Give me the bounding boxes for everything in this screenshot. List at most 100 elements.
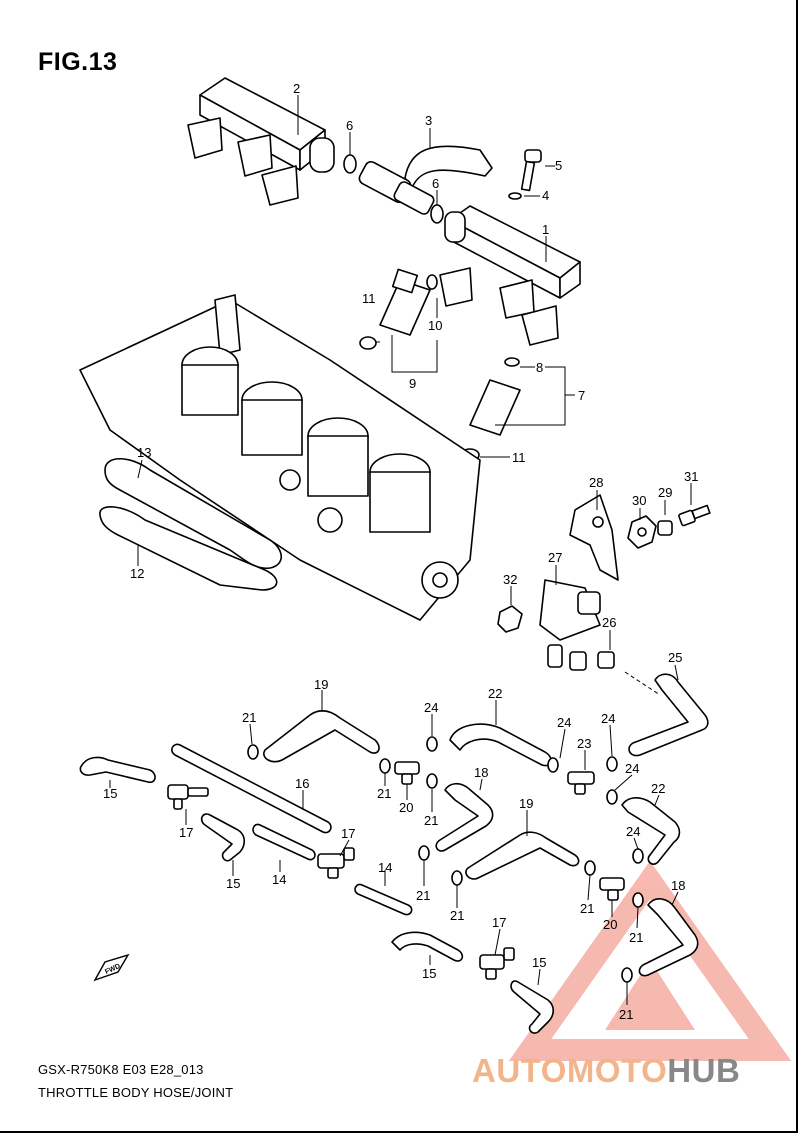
joint-20-lower[interactable] [599,877,625,901]
callout-3: 3 [425,113,432,128]
callout-13: 13 [137,445,151,460]
figure-title: FIG.13 [38,48,118,76]
callout-17-bottom: 17 [492,915,506,930]
callout-20-lower: 20 [603,917,617,932]
callout-2: 2 [293,81,300,96]
callout-21-f: 21 [450,908,464,923]
callout-26: 26 [602,615,616,630]
callout-15-d: 15 [532,955,546,970]
fuel-hose[interactable] [404,145,493,189]
callout-21-e: 21 [580,901,594,916]
hose-15-bottom-right[interactable] [510,980,555,1034]
nut-32[interactable] [497,605,523,633]
callout-22-upper: 22 [488,686,502,701]
leader-lines [109,95,692,1005]
joint-17-bottom[interactable] [479,947,515,980]
callout-19-lower: 19 [519,796,533,811]
bolt[interactable] [520,149,542,192]
hose-14-right[interactable] [354,883,413,916]
callout-29: 29 [658,485,672,500]
joint-17-mid[interactable] [317,847,355,879]
callout-18-left: 18 [474,765,488,780]
callout-12: 12 [130,566,144,581]
washer[interactable] [508,192,522,200]
solenoid-bracket[interactable] [569,494,619,581]
joint-23[interactable] [567,771,595,795]
callout-15-b: 15 [226,876,240,891]
callout-labels: 2 3 6 5 6 4 1 11 10 8 9 7 13 11 31 28 29… [103,81,698,1022]
callout-21-b: 21 [377,786,391,801]
o-ring-lower[interactable] [430,204,444,224]
callout-21-c: 21 [424,813,438,828]
hose-15-mid[interactable] [200,813,246,862]
forward-arrow-icon: FWD [93,953,130,982]
callout-1: 1 [542,222,549,237]
callout-14-right: 14 [378,860,392,875]
model-code: GSX-R750K8 E03 E28_013 [38,1062,204,1077]
fuel-rail-upper[interactable] [187,77,335,206]
callout-21-h: 21 [619,1007,633,1022]
hose-22-lower[interactable] [621,797,681,865]
callout-24-c: 24 [601,711,615,726]
hose-15-left[interactable] [79,756,156,784]
throttle-body-assembly [79,294,481,621]
nut[interactable] [627,515,657,549]
collar[interactable] [657,520,673,536]
mount-bolt[interactable] [678,504,711,527]
hose-14-left[interactable] [252,823,316,861]
callout-4: 4 [542,188,549,203]
callout-15-c: 15 [422,966,436,981]
callout-21-g: 21 [629,930,643,945]
hose-25[interactable] [628,673,709,757]
callout-18-right: 18 [671,878,685,893]
callout-30: 30 [632,493,646,508]
callout-19-upper: 19 [314,677,328,692]
hose-15-bottom[interactable] [391,931,464,962]
o-ring-upper[interactable] [343,154,357,174]
hose-18-left[interactable] [435,782,494,852]
callout-20-upper: 20 [399,800,413,815]
hose-19-lower[interactable] [465,831,580,880]
callout-17-left: 17 [179,825,193,840]
callout-27: 27 [548,550,562,565]
hose-16[interactable] [171,743,332,834]
clamps [247,736,644,983]
callout-6-upper: 6 [346,118,353,133]
callout-16: 16 [295,776,309,791]
callout-11-lower: 11 [512,450,526,465]
joint-20-upper[interactable] [394,761,420,785]
callout-25: 25 [668,650,682,665]
callout-5: 5 [555,158,562,173]
callout-24-a: 24 [424,700,438,715]
callout-24-d: 24 [625,761,639,776]
watermark-text: AUTOMOTOHUB [472,1052,740,1090]
fuel-pipe[interactable] [357,160,435,216]
watermark-text-b: HUB [667,1052,741,1089]
callout-31: 31 [684,469,698,484]
callout-17-mid: 17 [341,826,355,841]
callout-21-a: 21 [242,710,256,725]
clamp-26[interactable] [597,651,615,669]
figure-caption: THROTTLE BODY HOSE/JOINT [38,1085,234,1100]
vacuum-hose-loop-lower[interactable] [99,505,278,591]
watermark-text-a: AUTOMOTO [472,1052,668,1089]
callout-10: 10 [428,318,442,333]
callout-14-left: 14 [272,872,286,887]
callout-21-d: 21 [416,888,430,903]
vacuum-hose-loop-upper[interactable] [104,458,283,570]
solenoid-valve[interactable] [539,579,601,671]
callout-8: 8 [536,360,543,375]
injector-lower[interactable] [460,357,521,462]
injector-upper[interactable] [359,268,438,350]
hose-19-upper[interactable] [263,709,380,763]
fuel-rail-lower[interactable] [439,205,581,346]
callout-6-lower: 6 [432,176,439,191]
callout-7: 7 [578,388,585,403]
callout-28: 28 [589,475,603,490]
callout-24-e: 24 [626,824,640,839]
hose-22-upper[interactable] [449,723,552,767]
hose-18-right[interactable] [638,898,699,977]
joint-17-left[interactable] [167,784,209,810]
